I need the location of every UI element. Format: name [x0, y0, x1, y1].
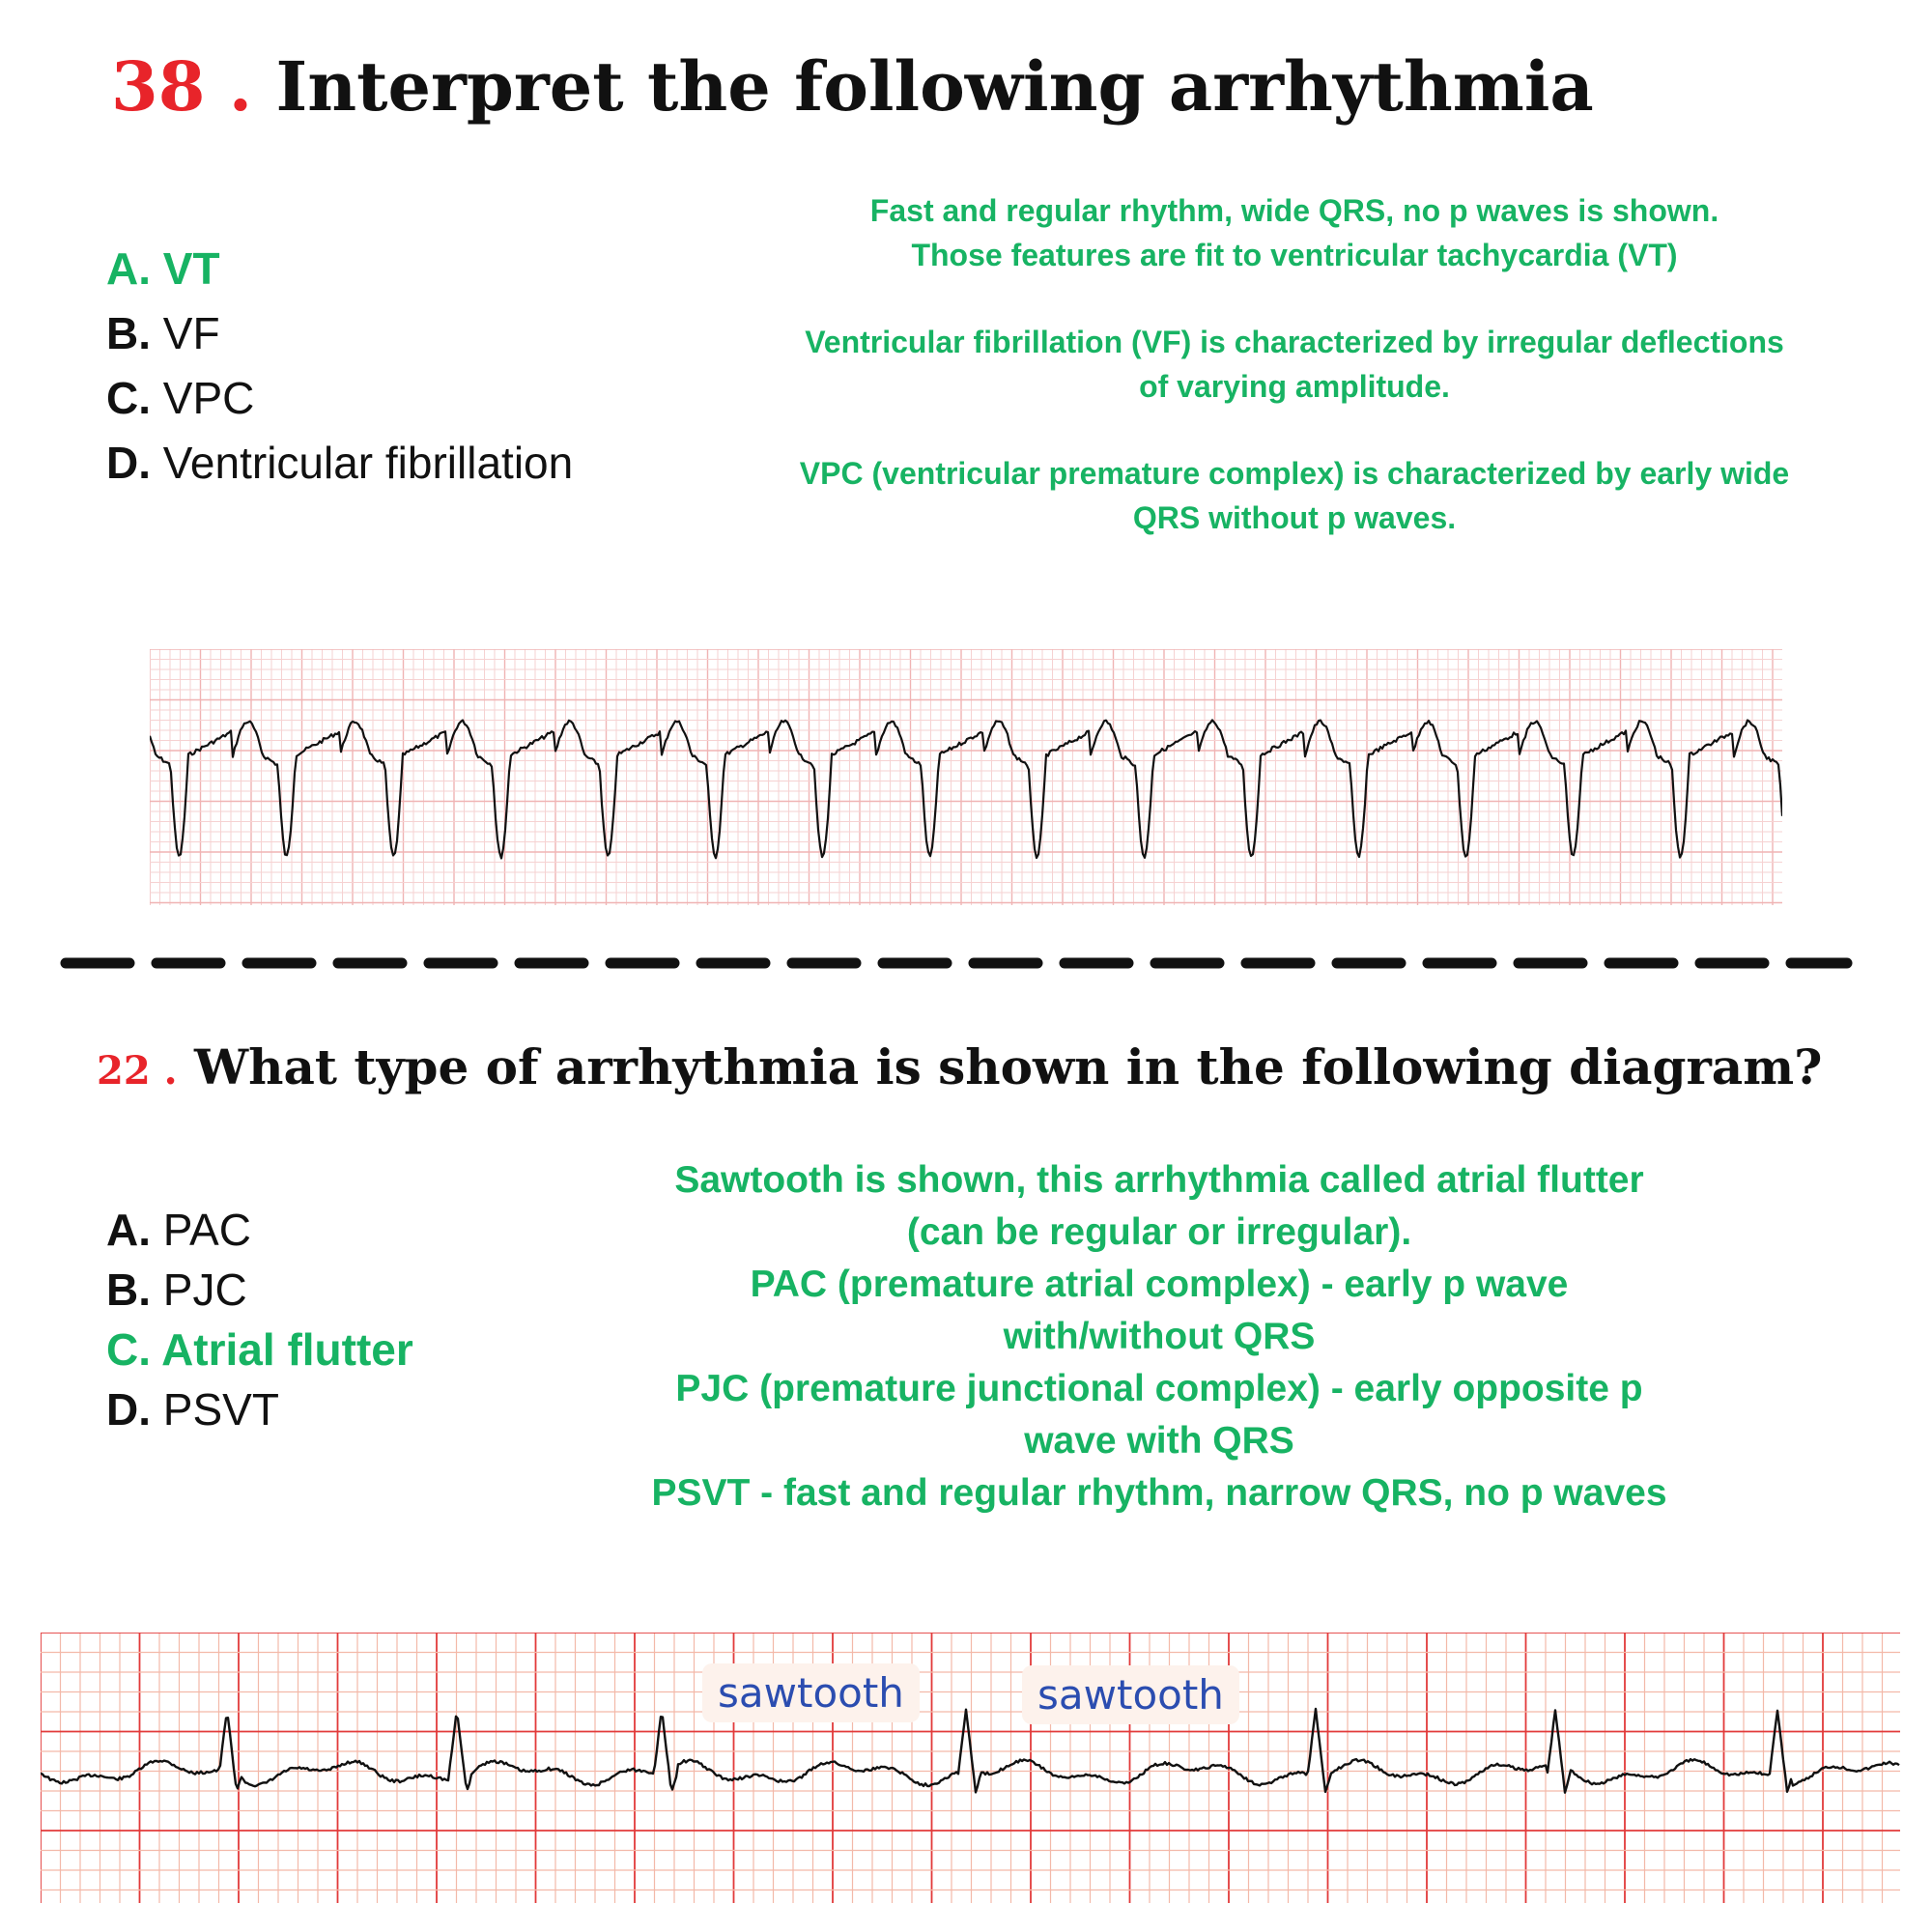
- q2-option-c[interactable]: C. Atrial flutter: [106, 1324, 413, 1375]
- q2-expl-line: (can be regular or irregular).: [906, 1211, 1412, 1253]
- ecg-strip-vt: [150, 649, 1782, 905]
- q1-option-a[interactable]: A. VT: [106, 243, 220, 294]
- question-1-number: 38 .: [111, 46, 253, 127]
- q1-option-b[interactable]: B. VF: [106, 308, 220, 358]
- q1-expl-line: VPC (ventricular premature complex) is c…: [799, 456, 1790, 491]
- q1-option-d[interactable]: D. Ventricular fibrillation: [106, 438, 574, 488]
- q1-expl-line: Ventricular fibrillation (VF) is charact…: [805, 325, 1784, 359]
- ecg-grid: [150, 649, 1782, 905]
- ecg-grid: [41, 1633, 1900, 1903]
- q1-expl-line: Those features are fit to ventricular ta…: [911, 238, 1678, 272]
- q1-expl-line: QRS without p waves.: [1132, 500, 1457, 535]
- q2-expl-line: Sawtooth is shown, this arrhythmia calle…: [674, 1159, 1644, 1201]
- ecg-trace: [150, 719, 1782, 860]
- q2-expl-line: PJC (premature junctional complex) - ear…: [675, 1368, 1643, 1409]
- q1-option-c[interactable]: C. VPC: [106, 373, 255, 423]
- section-divider: [60, 957, 1853, 969]
- q2-explanation: Sawtooth is shown, this arrhythmia calle…: [618, 1154, 1700, 1520]
- q1-expl-line: Fast and regular rhythm, wide QRS, no p …: [869, 193, 1719, 228]
- q2-expl-line: wave with QRS: [1024, 1420, 1294, 1462]
- q1-explanation: Fast and regular rhythm, wide QRS, no p …: [734, 188, 1855, 540]
- q2-expl-line: PSVT - fast and regular rhythm, narrow Q…: [651, 1472, 1667, 1514]
- q2-option-d[interactable]: D. PSVT: [106, 1384, 279, 1435]
- question-2-title: 22 . What type of arrhythmia is shown in…: [97, 1038, 1822, 1095]
- sawtooth-label: sawtooth: [1022, 1665, 1239, 1724]
- q2-option-a[interactable]: A. PAC: [106, 1205, 251, 1255]
- sawtooth-label: sawtooth: [702, 1663, 920, 1722]
- question-2-text: What type of arrhythmia is shown in the …: [193, 1038, 1823, 1095]
- q2-expl-line: with/without QRS: [1003, 1316, 1316, 1357]
- q2-option-b[interactable]: B. PJC: [106, 1264, 247, 1315]
- q1-expl-line: of varying amplitude.: [1139, 369, 1450, 404]
- question-1-title: 38 . Interpret the following arrhythmia: [111, 46, 1594, 127]
- question-1-text: Interpret the following arrhythmia: [275, 46, 1594, 127]
- ecg-strip-atrial-flutter: [41, 1633, 1900, 1903]
- question-2-number: 22 .: [97, 1048, 178, 1094]
- ecg-trace: [41, 1707, 1900, 1794]
- q2-expl-line: PAC (premature atrial complex) - early p…: [750, 1264, 1569, 1305]
